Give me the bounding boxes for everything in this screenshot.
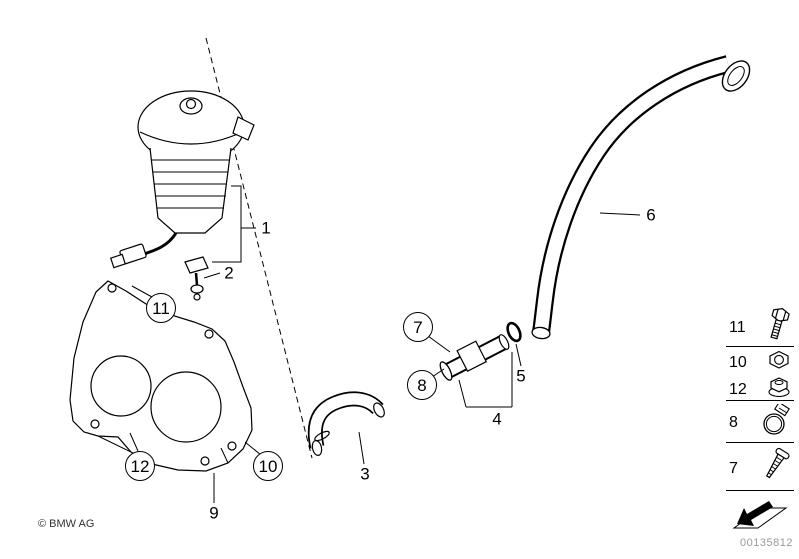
legend-item-8-label: 8	[729, 414, 738, 431]
callout-9-label: 9	[209, 503, 219, 523]
legend-item-12-label: 12	[729, 381, 747, 398]
fastener-legend: 11 10	[726, 303, 794, 533]
hex-nut-icon	[767, 350, 791, 375]
connector-pipe-drawing	[439, 334, 510, 381]
hex-bolt-icon	[765, 306, 791, 349]
mounting-bracket-drawing	[69, 280, 253, 472]
hose-clamp-icon	[760, 401, 791, 442]
o-ring-drawing	[506, 321, 522, 343]
callout-4-label: 4	[492, 409, 502, 429]
callout-2[interactable]: 2	[224, 265, 233, 282]
callout-2-label: 2	[224, 263, 234, 283]
callout-5-label: 5	[516, 366, 526, 386]
callout-12-circled[interactable]: 12	[125, 451, 155, 481]
screw-icon	[761, 446, 791, 491]
flange-nut-icon	[767, 377, 791, 403]
callout-8-circled[interactable]: 8	[407, 370, 437, 400]
callout-8-label: 8	[417, 375, 427, 395]
callout-4[interactable]: 4	[492, 411, 501, 428]
callout-6[interactable]: 6	[646, 207, 655, 224]
legend-item-11[interactable]: 11	[727, 305, 793, 350]
air-pump-drawing	[109, 90, 255, 269]
callout-6-label: 6	[646, 205, 656, 225]
callout-9[interactable]: 9	[209, 505, 218, 522]
copyright-notice: © BMW AG	[38, 518, 95, 530]
legend-item-7[interactable]: 7	[727, 445, 793, 492]
callout-5[interactable]: 5	[516, 368, 525, 385]
callout-11-circled[interactable]: 11	[146, 293, 176, 323]
callout-10-label: 10	[258, 456, 278, 476]
leader-lines	[129, 185, 641, 503]
elbow-hose-drawing	[307, 391, 385, 456]
legend-item-12[interactable]: 12	[727, 376, 793, 404]
rubber-buffer-drawing	[184, 256, 209, 301]
callout-7-label: 7	[413, 317, 423, 337]
diagram-part-number: 00135812	[740, 537, 793, 549]
callout-11-label: 11	[152, 298, 170, 318]
callout-10-circled[interactable]: 10	[253, 451, 283, 481]
callout-3-label: 3	[360, 464, 370, 484]
legend-item-11-label: 11	[729, 318, 746, 336]
vent-hose-drawing	[531, 55, 751, 340]
legend-item-7-label: 7	[729, 459, 738, 477]
callout-3[interactable]: 3	[360, 466, 369, 483]
legend-item-8[interactable]: 8	[727, 401, 793, 443]
callout-7-circled[interactable]: 7	[403, 312, 433, 342]
callout-1[interactable]: 1	[261, 220, 270, 237]
callout-12-label: 12	[130, 456, 150, 476]
front-direction-arrow-icon	[731, 490, 789, 535]
legend-item-10-label: 10	[729, 353, 747, 371]
callout-1-label: 1	[261, 218, 271, 238]
legend-item-10[interactable]: 10	[727, 349, 793, 376]
